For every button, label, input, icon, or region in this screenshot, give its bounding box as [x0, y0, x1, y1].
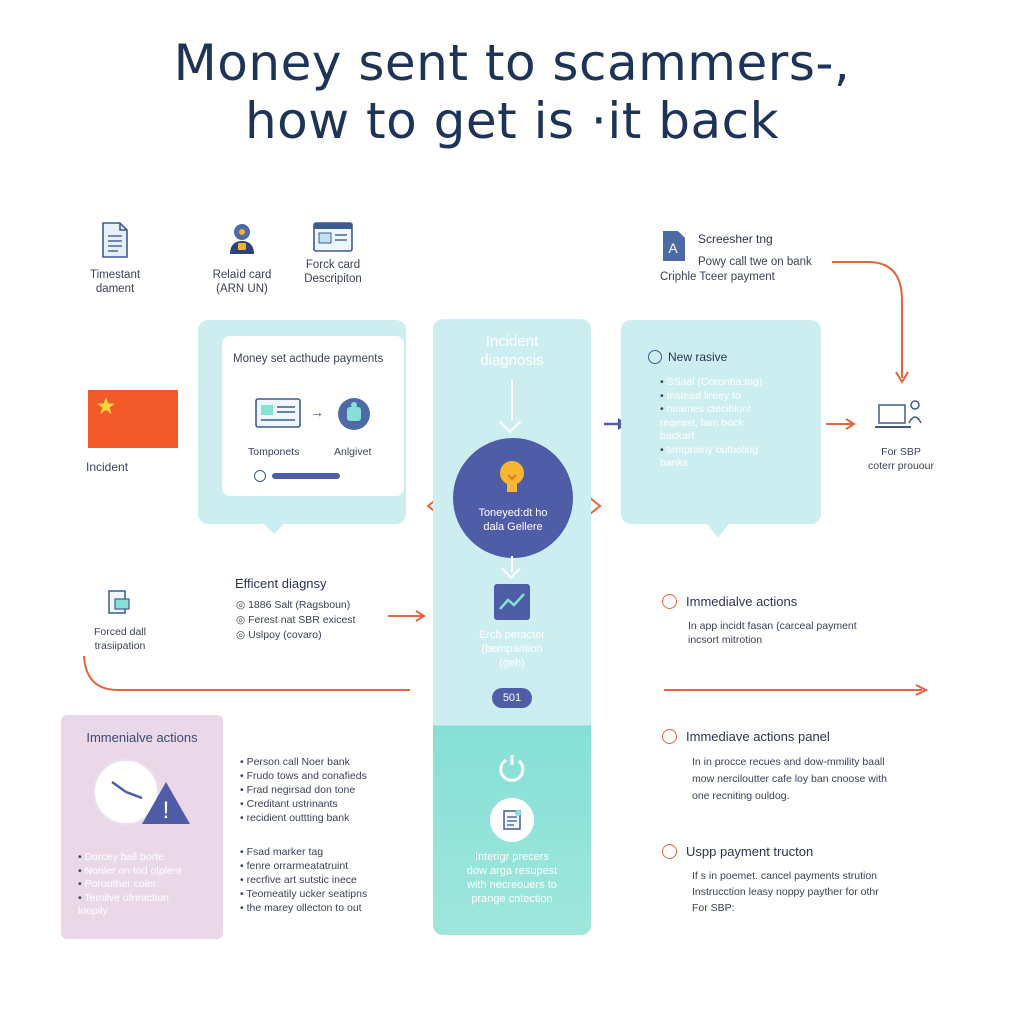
document-icon	[98, 220, 132, 260]
card-window-label: Forck card Descripiton	[304, 259, 362, 285]
efficient-list: ◎ 1886 Salt (Ragsboun) ◎ Ferest nat SBR …	[236, 598, 355, 643]
efficient-item-text: Uslpoy (covaro)	[248, 629, 322, 641]
pink-panel-item: Poroother coler	[78, 878, 182, 892]
right-actions-3-title: Uspp payment tructon	[686, 844, 814, 859]
right-actions-2-line-3: one recniting ouldog.	[692, 790, 790, 802]
svg-text:!: !	[163, 797, 170, 824]
pink-panel-list: Dorcey ball borte Nonler on tod olplent …	[78, 851, 182, 919]
mid-list-item: the marey ollecton to out	[240, 901, 367, 915]
pink-panel-item: Temilve ofnraction loopily	[78, 892, 182, 919]
mid-list-item: Teomeatily ucker seatipns	[240, 887, 367, 901]
chart-trend-icon	[494, 584, 530, 620]
left-card-pointer	[260, 520, 288, 534]
pink-panel-title: Immenialve actions	[86, 730, 198, 745]
far-right-label: For SBP coterr prouour	[868, 446, 934, 472]
puzzle-icon	[334, 396, 374, 432]
left-card	[222, 336, 404, 496]
mid-list-item: Creditant ustrinants	[240, 797, 367, 811]
right-card-item: SSaal (Coronba:tog)	[660, 376, 763, 390]
document-label: Timestant dament	[89, 269, 141, 295]
right-card-list: SSaal (Coronba:tog) Instead lireey to ne…	[660, 376, 762, 471]
right-card-item: Instead lireey to	[660, 390, 762, 404]
left-card-label-left: Tomponets	[248, 446, 300, 458]
person-lock-icon	[224, 220, 260, 258]
right-actions-3-line-3: For SBP:	[692, 902, 735, 914]
mid-list-item: Frudo tows and conafieds	[240, 769, 367, 783]
transfer-doc-icon	[104, 588, 134, 618]
mid-list-item: fenre orrarmeatatruint	[240, 859, 367, 873]
left-card-heading: Money set acthude payments	[233, 353, 384, 365]
person-lock-label: Relaìd card (ARN UN)	[212, 269, 272, 295]
refresh-icon	[496, 752, 528, 784]
mid-list-item: recrfive art sutstic inece	[240, 873, 367, 887]
right-actions-2-line-1: In in procce recues and dow-mmility baal…	[692, 756, 885, 768]
mid-list-item: recidient outtting bank	[240, 811, 367, 825]
progress-indicator-icon	[254, 470, 266, 482]
computer-user-icon	[874, 396, 924, 436]
title-line-2: how to get is ·it back	[244, 92, 780, 150]
mid-list-2: Fsad marker tag fenre orrarmeatatruint r…	[240, 845, 367, 915]
radio-icon: ◎	[236, 599, 249, 611]
center-column-title: Incident diagnosis	[480, 333, 544, 369]
pink-panel-item: Dorcey ball borte	[78, 851, 182, 865]
center-bottom-text: Interigr precers dow arga resupest with …	[466, 851, 558, 905]
right-actions-3-line-1: If s in poemet. cancel payments strution	[692, 870, 878, 882]
card-window-icon	[312, 220, 354, 254]
progress-bar	[272, 473, 340, 479]
efficient-item-1: ◎ 1886 Salt (Ragsboun)	[236, 598, 355, 613]
mid-list-item: Person call Noer bank	[240, 755, 367, 769]
top-right-title: Screesher tng	[698, 232, 773, 246]
left-card-label-right: Anlgivet	[334, 446, 372, 458]
efficient-heading: Efficent diagnsy	[235, 576, 327, 591]
right-actions-1-line-1: In app incidt fasan (carceal payment	[688, 620, 857, 632]
radio-icon: ◎	[236, 629, 249, 641]
efficient-item-2: ◎ Ferest nat SBR exicest	[236, 613, 355, 628]
mid-list-item: Frad negirsad don tone	[240, 783, 367, 797]
down-arrow-2	[511, 556, 513, 572]
alert-circle-icon	[662, 844, 677, 859]
center-badge: 501	[492, 688, 532, 708]
alert-circle-icon	[662, 729, 677, 744]
down-arrow-1	[511, 380, 513, 420]
forced-label: Forced dall trasiipation	[94, 626, 146, 652]
right-card-item: temprainy outboling banks	[660, 444, 762, 471]
checklist-icon	[490, 798, 534, 842]
browser-window-icon	[254, 397, 302, 429]
efficient-item-3: ◎ Uslpoy (covaro)	[236, 628, 355, 643]
flag-icon	[88, 390, 178, 448]
document-a-letter: A	[668, 240, 678, 256]
right-actions-2-title: Immediave actions panel	[686, 729, 830, 744]
diagnosis-circle	[453, 438, 573, 558]
efficient-item-text: Ferest nat SBR exicest	[248, 614, 356, 626]
center-lower-text: Erch peracter (bemparition (geh)	[478, 629, 546, 669]
title-line-1: Money sent to scammers-,	[173, 34, 851, 92]
efficient-item-text: 1886 Salt (Ragsboun)	[248, 599, 351, 611]
alert-circle-icon	[662, 594, 677, 609]
right-card-item: neames ctecibiont reqeast, tam bock back…	[660, 403, 762, 444]
top-right-line-1: Powy call twe on bank	[698, 256, 812, 268]
right-actions-1-title: Immedialve actions	[686, 594, 798, 609]
radio-icon: ◎	[236, 614, 249, 626]
info-circle-icon	[648, 350, 662, 364]
right-card-heading: New rasive	[668, 350, 728, 364]
lightbulb-icon	[494, 458, 530, 498]
pink-panel-item: Nonler on tod olplent	[78, 865, 182, 879]
arrow-right-icon: →	[310, 404, 324, 420]
clock-warning-icon: !	[92, 758, 192, 828]
right-actions-3-line-2: Instrucction leasy noppy payther for oth…	[692, 886, 879, 898]
mid-list-item: Fsad marker tag	[240, 845, 367, 859]
flag-label: Incident	[86, 460, 129, 474]
document-a-icon: A	[660, 228, 688, 264]
right-actions-2-line-2: mow nerciloutter cafe loy ban cnoose wit…	[692, 773, 887, 785]
right-actions-1-line-2: incsort mitrotion	[688, 634, 763, 646]
top-right-line-2: Criphle Tceer payment	[660, 271, 775, 283]
right-card-pointer	[704, 520, 732, 538]
diagnosis-circle-text: Toneyed:dt ho dala Gellere	[478, 507, 548, 533]
mid-list-1: Person call Noer bank Frudo tows and con…	[240, 755, 367, 825]
